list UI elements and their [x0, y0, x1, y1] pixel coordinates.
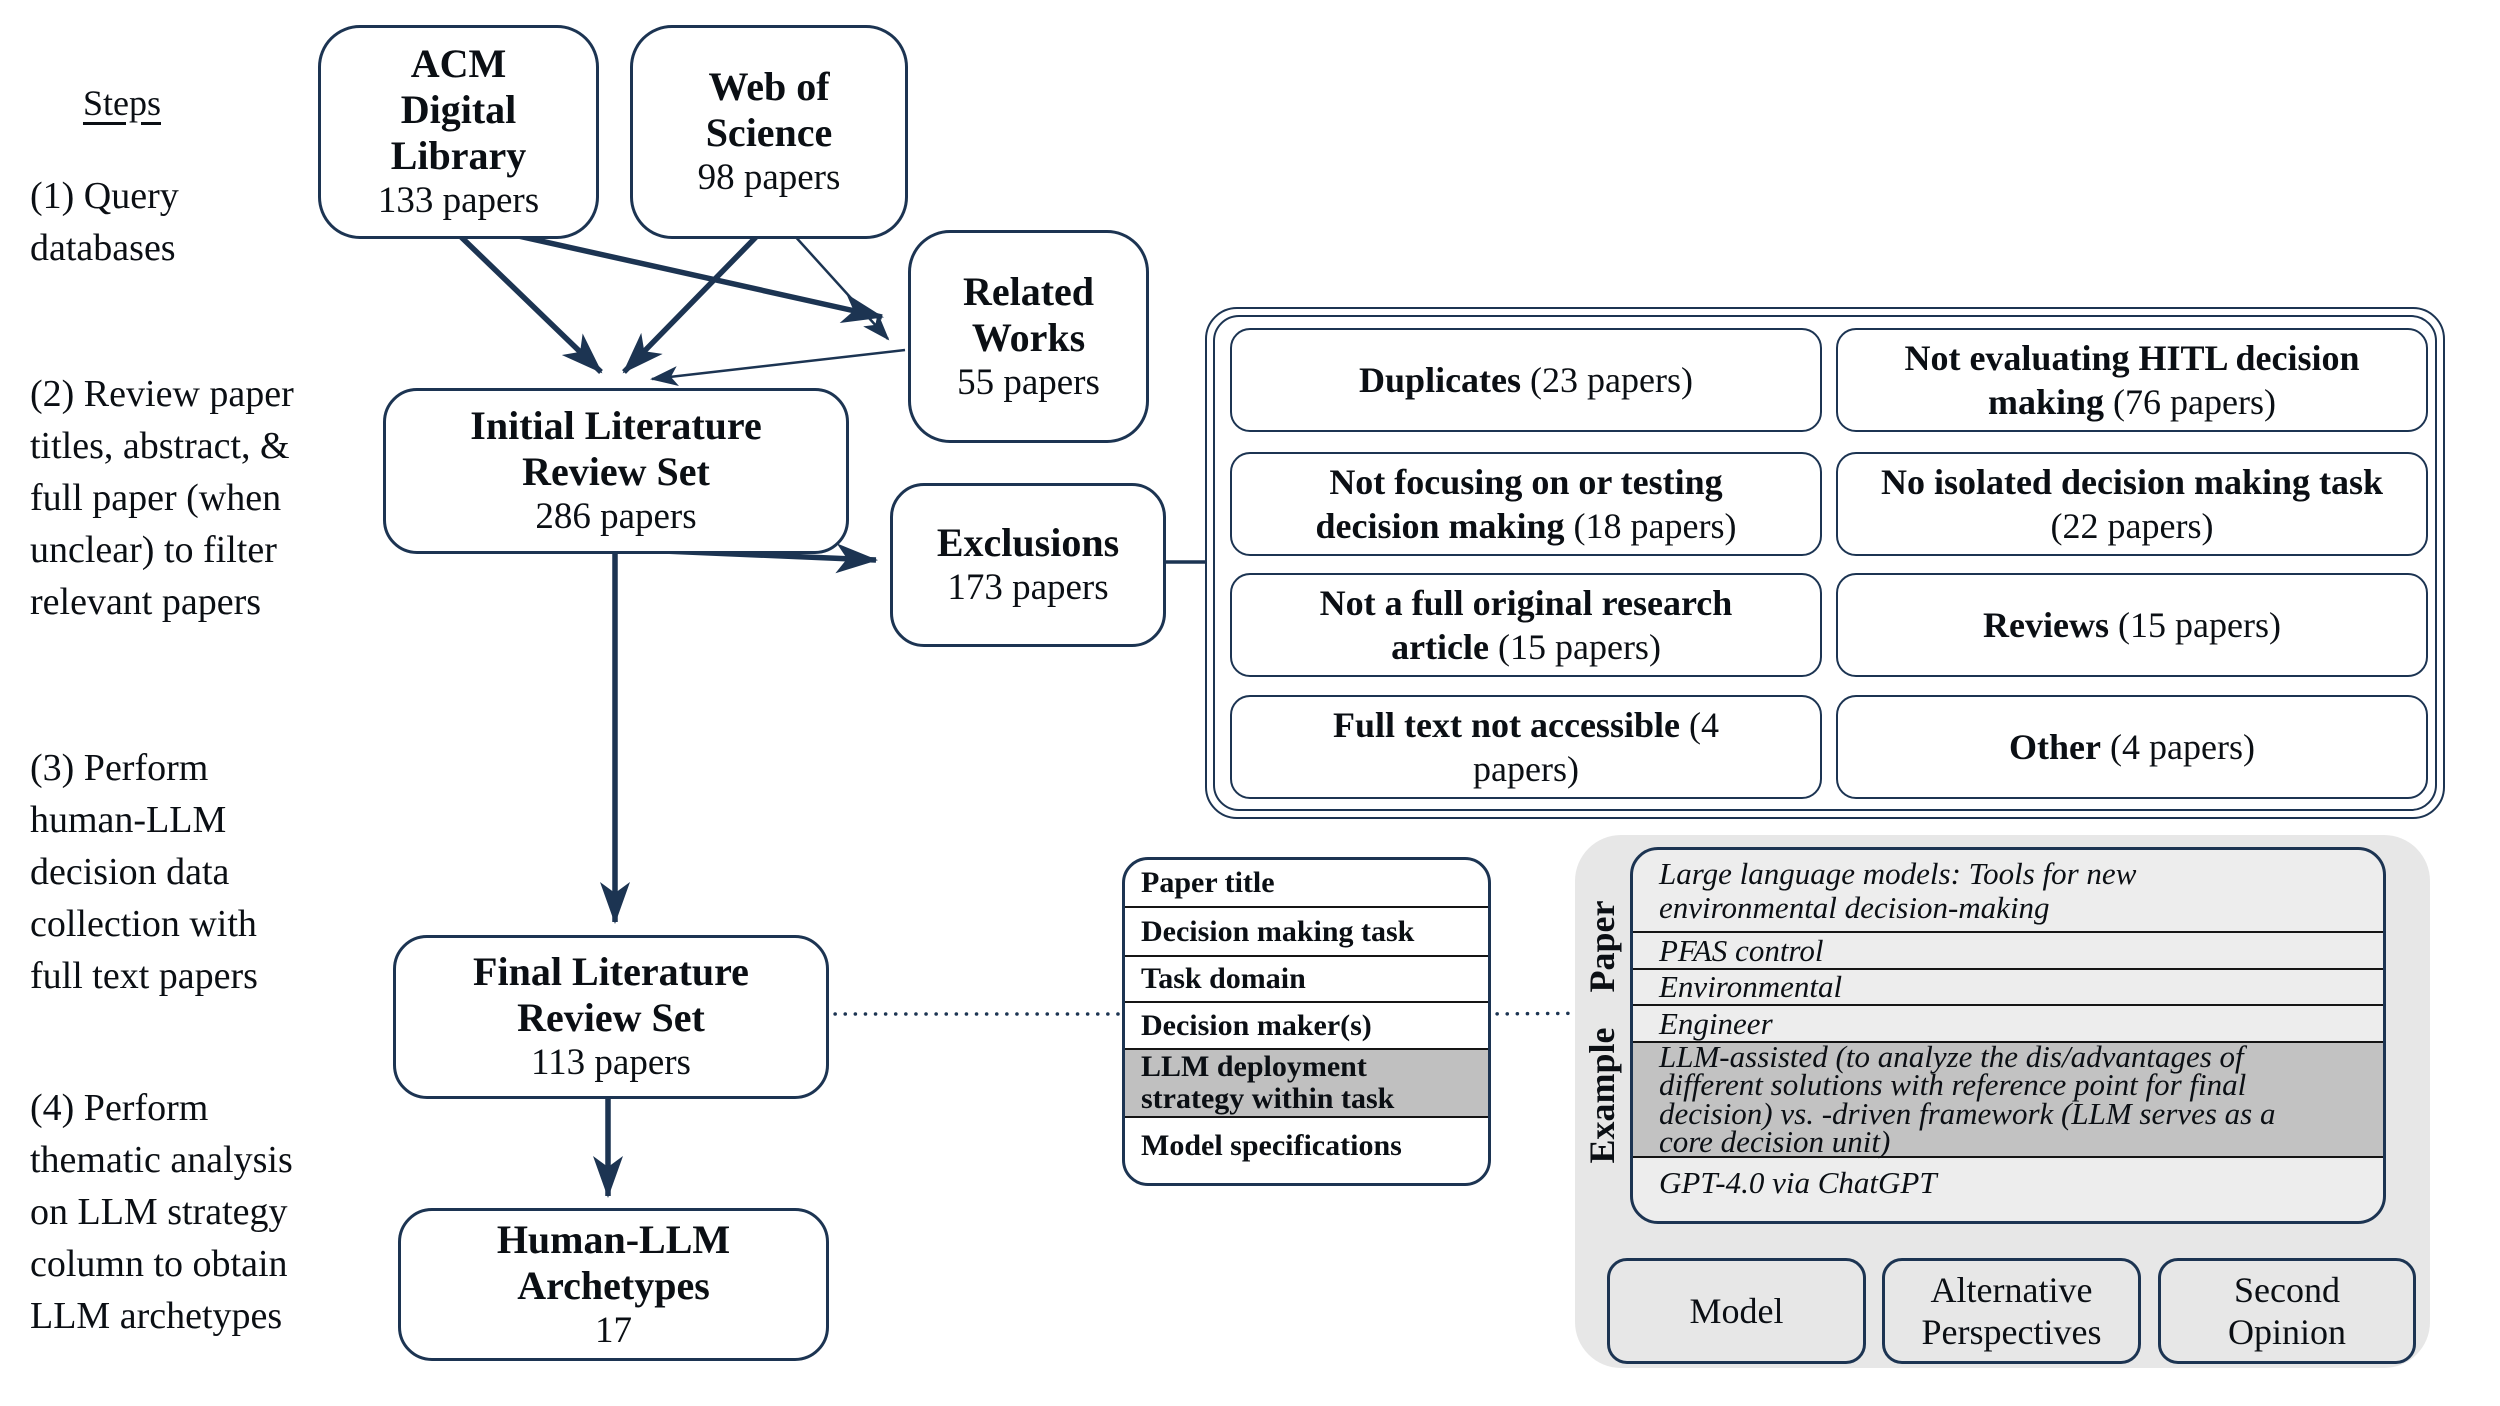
example-paper-label: Example Paper — [1582, 900, 1622, 1164]
reason-duplicates: Duplicates (23 papers) — [1230, 328, 1822, 432]
step-1-label: (1) Query databases — [30, 175, 179, 269]
table-row-label: Decision maker(s) — [1141, 1008, 1372, 1042]
table-row: Decision making task — [1125, 908, 1488, 957]
example-row-model-spec: GPT-4.0 via ChatGPT — [1633, 1158, 2383, 1221]
table-row-label: Task domain — [1141, 962, 1306, 995]
acm-count: 133 papers — [377, 180, 540, 221]
reason-text: Duplicates — [1359, 360, 1522, 400]
steps-heading: Steps — [82, 83, 161, 123]
reason-text: Not focusing on or testing decision maki… — [1315, 462, 1723, 546]
reason-text: Other — [2009, 727, 2102, 767]
example-row-domain: Environmental — [1633, 970, 2383, 1006]
example-row-text: LLM-assisted (to analyze the dis/advanta… — [1659, 1038, 2276, 1159]
table-row-label: Decision making task — [1141, 914, 1415, 948]
wos-count: 98 papers — [697, 157, 841, 198]
reason-text: Full text not accessible — [1333, 705, 1680, 745]
related-count: 55 papers — [957, 361, 1100, 403]
reason-text: Reviews — [1983, 605, 2110, 645]
web-of-science-box: Web of Science 98 papers — [630, 25, 908, 239]
exclusions-box: Exclusions 173 papers — [890, 483, 1166, 647]
final-title: Final Literature Review Set — [473, 949, 749, 1040]
table-row-label: Paper title — [1141, 866, 1275, 899]
table-row: Task domain — [1125, 957, 1488, 1003]
reason-full-text-not-accessible: Full text not accessible (4 papers) — [1230, 695, 1822, 799]
reason-text: Not a full original research article — [1319, 583, 1733, 667]
output-alternative-perspectives-box: Alternative Perspectives — [1882, 1258, 2141, 1364]
wos-title: Web of Science — [705, 64, 833, 155]
arrow-related-to-initial — [650, 348, 906, 386]
reason-count: (18 papers) — [1564, 506, 1737, 546]
example-row-text: Large language models: Tools for new env… — [1659, 855, 2137, 925]
example-row-text: GPT-4.0 via ChatGPT — [1659, 1165, 1937, 1200]
reason-text: No isolated decision making task — [1880, 462, 2384, 502]
acm-title: ACM Digital Library — [390, 41, 527, 178]
reason-count: (15 papers) — [1489, 627, 1661, 667]
example-row-text: PFAS control — [1659, 932, 1824, 968]
example-row-llm-strategy-highlighted: LLM-assisted (to analyze the dis/advanta… — [1633, 1038, 2383, 1159]
arrow-wos-to-related — [792, 233, 890, 341]
reason-count: (23 papers) — [1521, 360, 1693, 400]
example-row-text: Engineer — [1659, 1005, 1773, 1041]
reason-count: (4 papers) — [1473, 705, 1719, 789]
step-3-label: (3) Perform human-LLM decision data coll… — [30, 747, 258, 997]
output-model-box: Model — [1607, 1258, 1866, 1364]
output-second-opinion-box: Second Opinion — [2158, 1258, 2416, 1364]
table-row: Model specifications — [1125, 1118, 1488, 1183]
example-row-text: Environmental — [1659, 969, 1843, 1004]
reason-not-evaluating-hitl: Not evaluating HITL decision making (76 … — [1836, 328, 2428, 432]
acm-digital-library-box: ACM Digital Library 133 papers — [318, 25, 599, 239]
final-review-set-box: Final Literature Review Set 113 papers — [393, 935, 829, 1099]
related-works-box: Related Works 55 papers — [908, 230, 1149, 443]
arrow-acm-to-initial — [455, 231, 603, 374]
reason-reviews: Reviews (15 papers) — [1836, 573, 2428, 677]
arrow-wos-to-initial — [622, 234, 759, 374]
arrow-acm-to-related — [495, 228, 884, 323]
final-count: 113 papers — [531, 1042, 691, 1083]
human-llm-archetypes-box: Human-LLM Archetypes 17 — [398, 1208, 829, 1361]
reason-not-full-article: Not a full original research article (15… — [1230, 573, 1822, 677]
example-row-task: PFAS control — [1633, 933, 2383, 970]
exclusions-title: Exclusions — [936, 520, 1120, 565]
exclusions-count: 173 papers — [947, 567, 1109, 608]
reason-text: Not evaluating HITL decision making — [1904, 338, 2360, 422]
table-row-label: Model specifications — [1141, 1129, 1402, 1162]
reason-count: (15 papers) — [2109, 605, 2281, 645]
archetypes-title: Human-LLM Archetypes — [496, 1216, 731, 1308]
step-2-label: (2) Review paper titles, abstract, & ful… — [30, 373, 294, 623]
initial-count: 286 papers — [535, 496, 697, 537]
example-row-title: Large language models: Tools for new env… — [1633, 850, 2383, 933]
table-row-highlighted: LLM deployment strategy within task — [1125, 1050, 1488, 1118]
reason-count: (22 papers) — [2050, 506, 2214, 546]
data-collection-table: Paper title Decision making task Task do… — [1122, 857, 1491, 1186]
example-paper-table: Large language models: Tools for new env… — [1630, 847, 2386, 1224]
table-row-label: LLM deployment strategy within task — [1141, 1050, 1395, 1115]
output-label: Model — [1689, 1291, 1784, 1331]
archetypes-count: 17 — [595, 1309, 632, 1351]
output-label: Alternative Perspectives — [1921, 1270, 2102, 1352]
initial-review-set-box: Initial Literature Review Set 286 papers — [383, 388, 849, 554]
output-label: Second Opinion — [2227, 1270, 2346, 1352]
example-row-decision-maker: Engineer — [1633, 1006, 2383, 1043]
reason-count: (4 papers) — [2101, 727, 2255, 767]
reason-no-isolated-task: No isolated decision making task (22 pap… — [1836, 452, 2428, 556]
reason-other: Other (4 papers) — [1836, 695, 2428, 799]
reason-not-focusing: Not focusing on or testing decision maki… — [1230, 452, 1822, 556]
table-row: Paper title — [1125, 860, 1488, 908]
step-4-label: (4) Perform thematic analysis on LLM str… — [30, 1087, 293, 1337]
reason-count: (76 papers) — [2104, 382, 2276, 422]
table-row: Decision maker(s) — [1125, 1003, 1488, 1050]
initial-title: Initial Literature Review Set — [470, 403, 762, 494]
related-title: Related Works — [962, 268, 1095, 360]
